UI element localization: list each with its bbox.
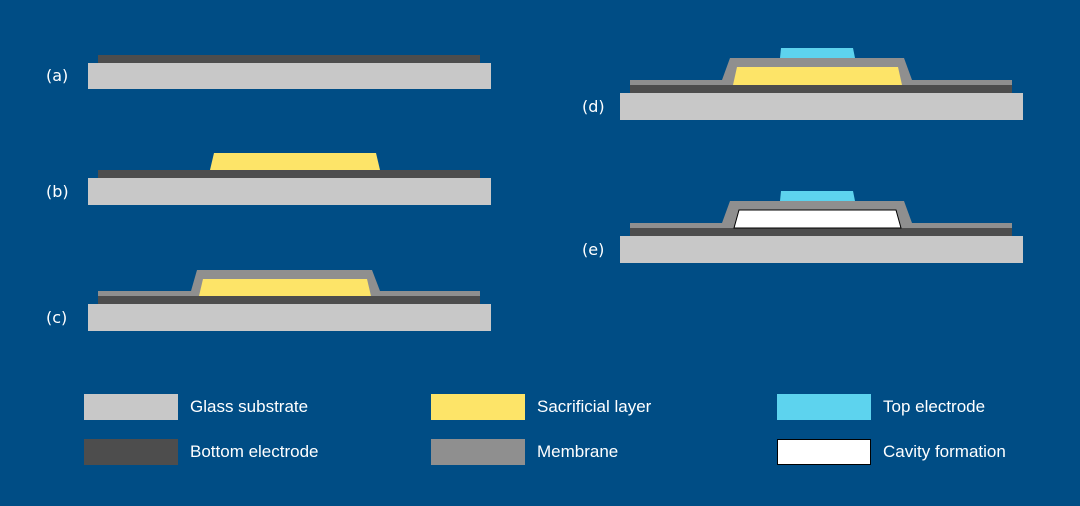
step-label-b: (b)	[46, 182, 69, 201]
step-label-c: (c)	[46, 308, 68, 327]
step-b-cross-section	[88, 153, 491, 205]
bottom-electrode	[630, 228, 1012, 236]
step-d-cross-section	[620, 48, 1023, 120]
legend-label: Top electrode	[883, 397, 986, 416]
glass-substrate	[620, 236, 1023, 263]
legend-label: Glass substrate	[190, 397, 309, 416]
sacrificial-layer	[210, 153, 380, 170]
glass-substrate	[88, 63, 491, 89]
legend-label: Cavity formation	[883, 442, 1006, 461]
glass-substrate	[620, 93, 1023, 120]
sacrificial-layer-swatch	[431, 394, 525, 420]
bottom-electrode	[98, 296, 480, 304]
cavity	[733, 209, 902, 229]
bottom-electrode	[98, 55, 480, 63]
glass-substrate-swatch	[84, 394, 178, 420]
legend-label: Sacrificial layer	[537, 397, 652, 416]
step-a-cross-section	[88, 55, 491, 89]
step-c-cross-section	[88, 270, 491, 331]
step-e-cross-section	[620, 191, 1023, 263]
bottom-electrode-swatch	[84, 439, 178, 465]
cavity-formation-swatch	[777, 439, 871, 465]
top-electrode	[780, 191, 855, 201]
legend-label: Membrane	[537, 442, 619, 461]
legend-label: Bottom electrode	[190, 442, 319, 461]
top-electrode-swatch	[777, 394, 871, 420]
top-electrode	[780, 48, 855, 58]
bottom-electrode	[630, 85, 1012, 93]
sacrificial-layer	[733, 67, 902, 85]
step-label-a: (a)	[46, 66, 69, 85]
step-label-e: (e)	[582, 240, 605, 259]
glass-substrate	[88, 304, 491, 331]
membrane-swatch	[431, 439, 525, 465]
glass-substrate	[88, 178, 491, 205]
bottom-electrode	[98, 170, 480, 178]
sacrificial-layer	[199, 279, 371, 296]
step-label-d: (d)	[582, 97, 605, 116]
